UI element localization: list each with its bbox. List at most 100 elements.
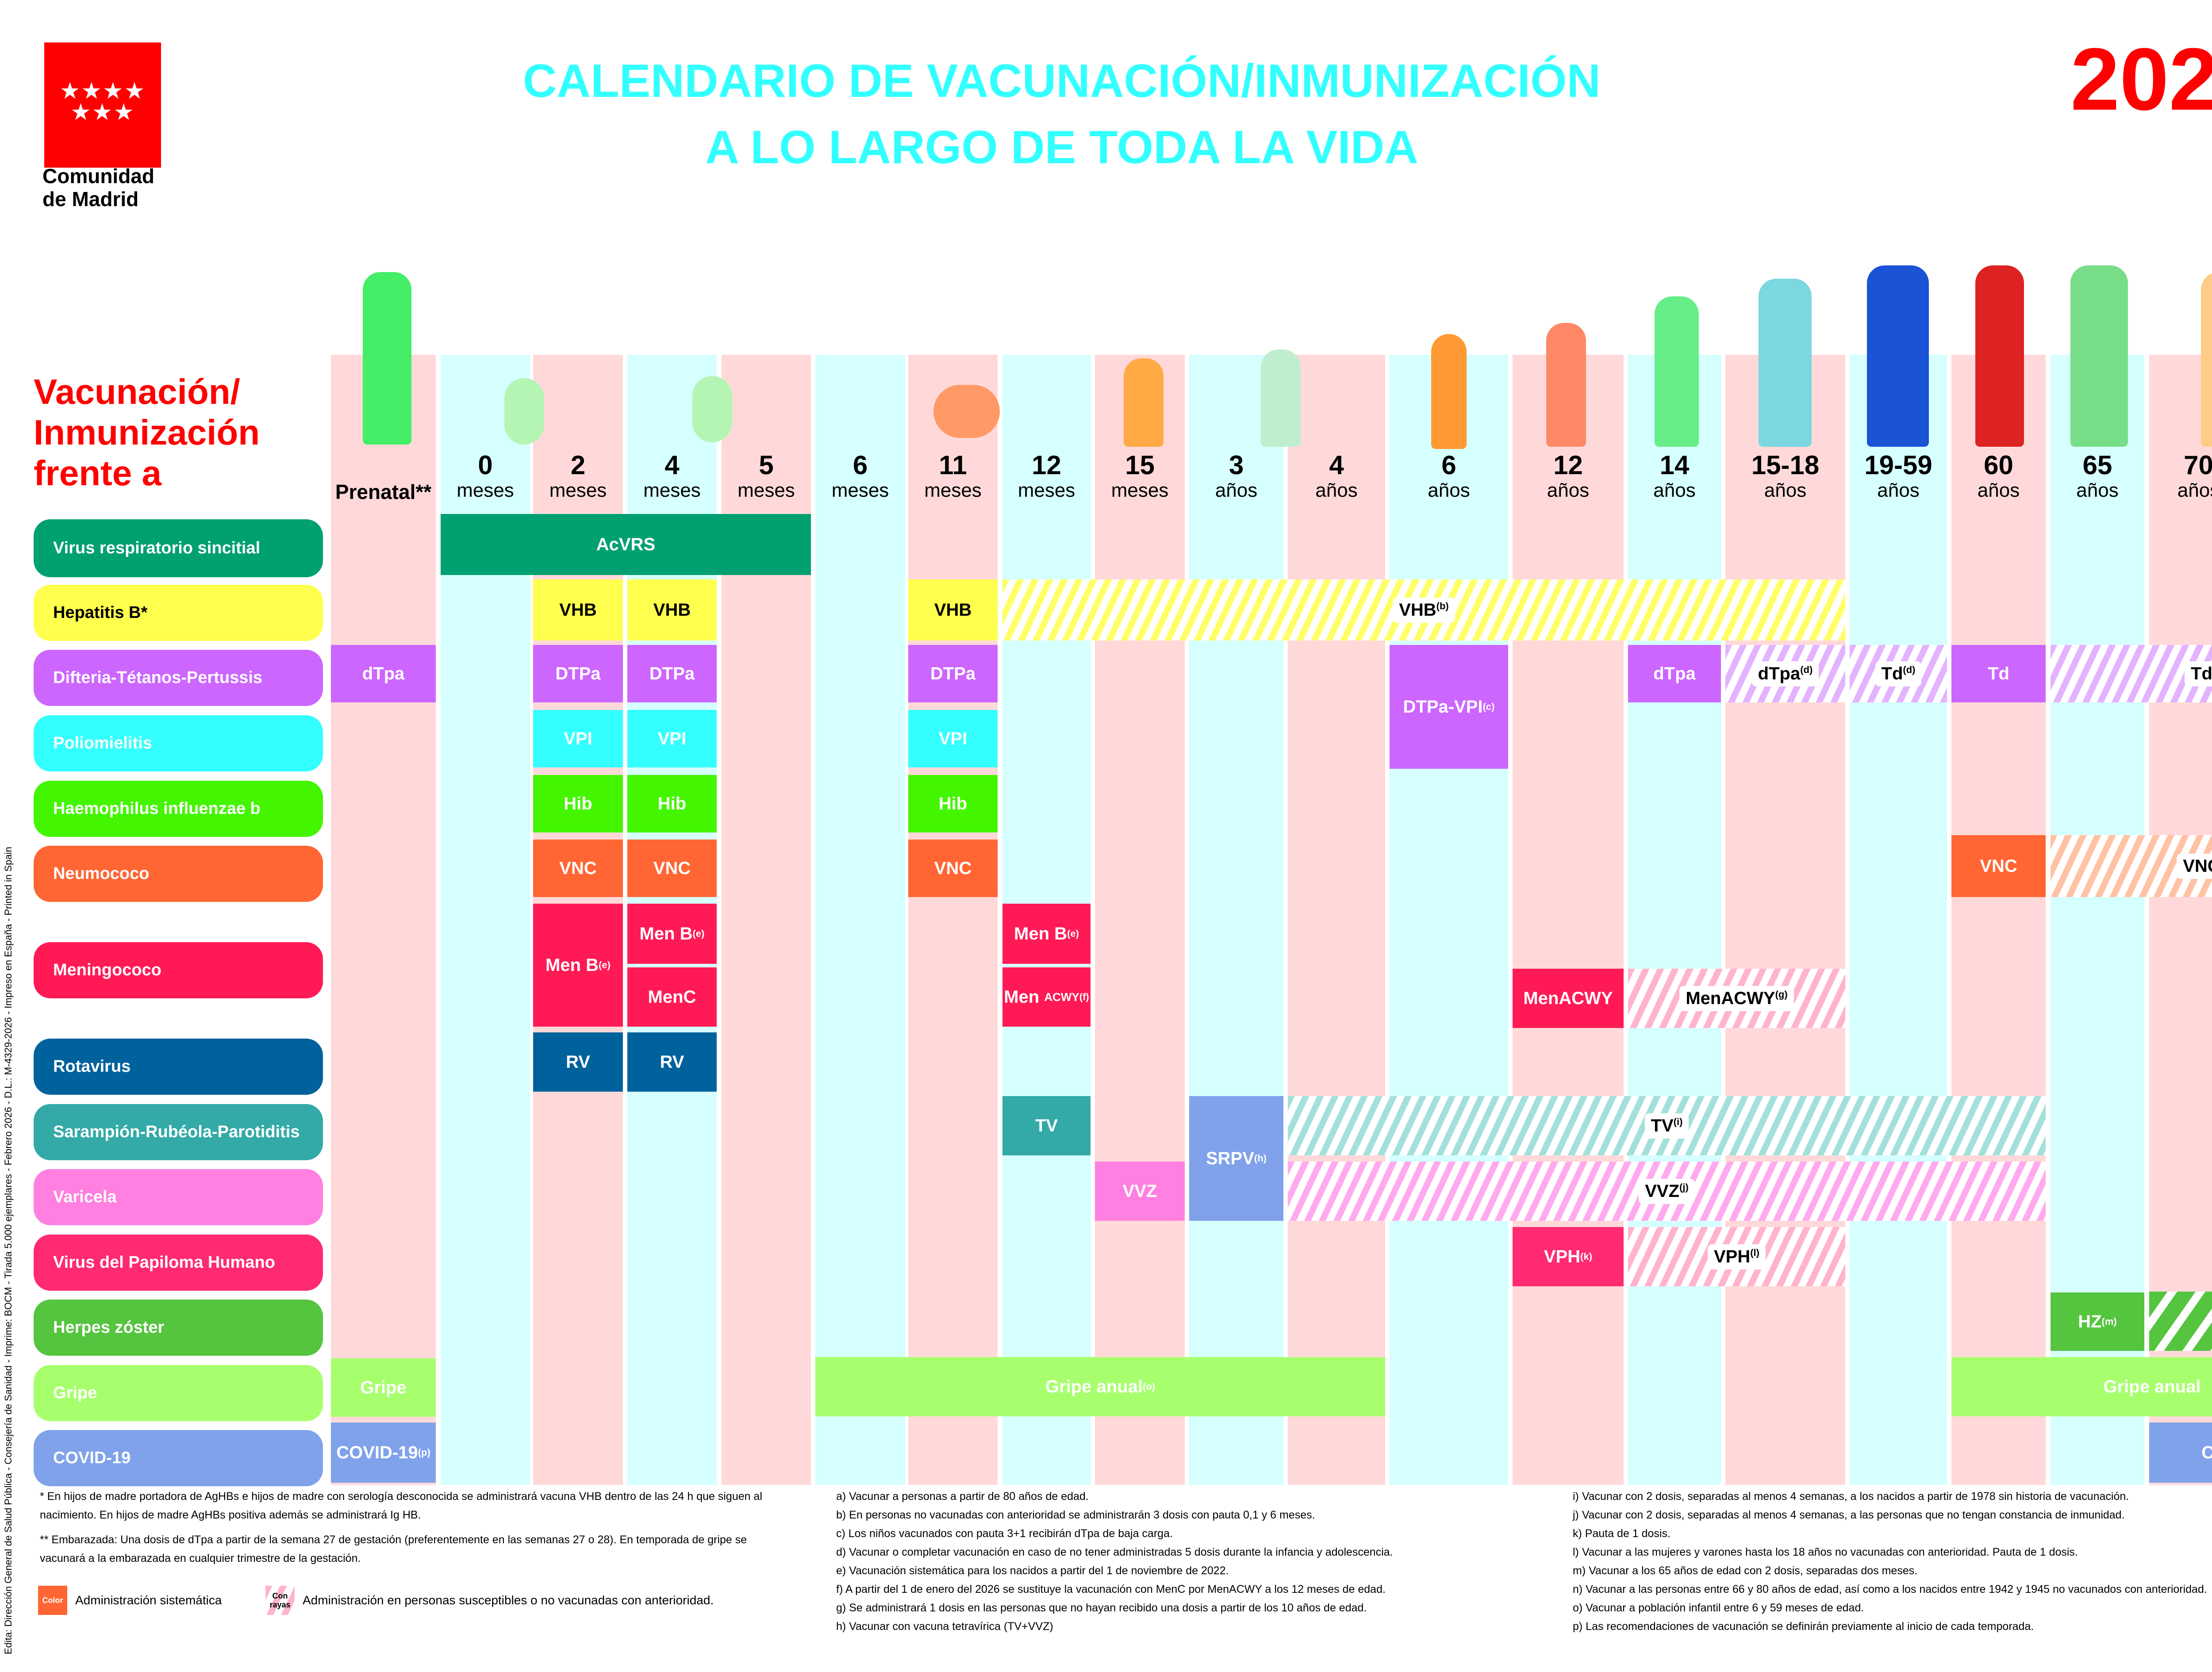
legend-solid-label: Administración sistemática bbox=[75, 1593, 222, 1607]
logo-line1: Comunidad bbox=[42, 165, 154, 188]
footnote-g: g) Se administrará 1 dosis en las person… bbox=[836, 1602, 1367, 1614]
cell-vnc-2m: VNC bbox=[533, 840, 623, 897]
header-70a: 70años bbox=[2177, 450, 2212, 502]
footnote-a: a) Vacunar a personas a partir de 80 año… bbox=[836, 1490, 1089, 1503]
footnote-n: n) Vacunar a las personas entre 66 y 80 … bbox=[1573, 1583, 2207, 1595]
column-6a bbox=[1390, 355, 1508, 1485]
cell-vpi-2m: VPI bbox=[533, 710, 623, 767]
cell-dtpa-4m: DTPa bbox=[627, 645, 717, 702]
elderly-woman-icon bbox=[2201, 272, 2212, 447]
disease-varicela: Varicela bbox=[34, 1169, 323, 1225]
cell-td-65plus: Td bbox=[2051, 645, 2212, 702]
cell-hib-11m: Hib bbox=[908, 775, 998, 832]
cell-vnc-4m: VNC bbox=[627, 840, 717, 897]
cell-td-60: Td bbox=[1951, 645, 2046, 702]
column-6m bbox=[815, 355, 905, 1485]
disease-vph: Virus del Papiloma Humano bbox=[34, 1235, 323, 1291]
footnote-e: e) Vacunación sistemática para los nacid… bbox=[836, 1565, 1229, 1577]
cell-menc-4m: MenC bbox=[627, 967, 717, 1027]
solid-swatch: Color bbox=[38, 1586, 67, 1615]
disease-gripe: Gripe bbox=[34, 1365, 323, 1421]
cell-rv-4m: RV bbox=[627, 1032, 717, 1092]
cell-menacwy-12a: MenACWY bbox=[1513, 969, 1624, 1028]
cell-hib-2m: Hib bbox=[533, 775, 623, 832]
footnote-star: * En hijos de madre portadora de AgHBs e… bbox=[40, 1490, 762, 1521]
section-title-line2: Inmunización bbox=[34, 413, 260, 452]
disease-hepatitis-b: Hepatitis B* bbox=[34, 585, 323, 641]
logo-text: Comunidad de Madrid bbox=[42, 165, 154, 211]
cell-tv-catchup: TV(i) bbox=[1288, 1096, 2046, 1155]
comunidad-de-madrid-logo: ★★★★★★★ bbox=[44, 42, 161, 168]
cell-menacwy-12m: Men ACWY(f) bbox=[1002, 967, 1091, 1027]
disease-rotavirus: Rotavirus bbox=[34, 1039, 323, 1095]
cell-hz-66-80: HZ(n) bbox=[2149, 1292, 2212, 1351]
cell-vpi-11m: VPI bbox=[908, 710, 998, 767]
cell-dtpa-15-18: dTpa(d) bbox=[1725, 645, 1845, 702]
cell-vhb-2m: VHB bbox=[533, 579, 623, 640]
disease-dtp: Difteria-Tétanos-Pertussis bbox=[34, 650, 323, 706]
footnote-h: h) Vacunar con vacuna tetravírica (TV+VV… bbox=[836, 1620, 1053, 1633]
girl-icon bbox=[1546, 323, 1586, 447]
logo-line2: de Madrid bbox=[42, 188, 139, 211]
cell-vph-catchup: VPH(l) bbox=[1628, 1227, 1845, 1286]
cell-vnc-60: VNC bbox=[1951, 835, 2046, 897]
section-title-line3: frente a bbox=[34, 453, 161, 493]
adult-man-icon bbox=[1867, 265, 1929, 447]
title-line2: A LO LARGO DE TODA LA VIDA bbox=[705, 121, 1418, 173]
cell-vhb-catchup: VHB(b) bbox=[1002, 579, 1845, 640]
stars-icon: ★★★★★★★ bbox=[59, 78, 146, 125]
footnote-p: p) Las recomendaciones de vacunación se … bbox=[1573, 1620, 2034, 1633]
cell-covid-70plus: COVID-19 (p) bbox=[2149, 1423, 2212, 1483]
footnote-o: o) Vacunar a población infantil entre 6 … bbox=[1573, 1602, 1864, 1614]
publisher-side-text: Edita: Dirección General de Salud Públic… bbox=[3, 847, 14, 1654]
cell-vnc-65plus: VNC bbox=[2051, 835, 2212, 897]
child-boy-icon bbox=[1431, 334, 1467, 449]
column-15-18a bbox=[1725, 355, 1845, 1485]
cell-vpi-4m: VPI bbox=[627, 710, 717, 767]
cell-menb-12m: Men B(e) bbox=[1002, 904, 1091, 964]
footnote-k: k) Pauta de 1 dosis. bbox=[1573, 1527, 1671, 1540]
cell-gripe-anual-adultos: Gripe anual bbox=[1951, 1357, 2212, 1416]
cell-menb-2m: Men B(e) bbox=[533, 904, 623, 1027]
column-prenatal bbox=[331, 355, 436, 1485]
crawling-baby-icon bbox=[933, 385, 1000, 438]
footnote-j: j) Vacunar con 2 dosis, separadas al men… bbox=[1573, 1509, 2125, 1521]
newborn-icon bbox=[504, 378, 544, 445]
cell-tv-12m: TV bbox=[1002, 1096, 1091, 1155]
cell-vph-12a: VPH(k) bbox=[1513, 1227, 1624, 1286]
cell-srpv-3a: SRPV(h) bbox=[1189, 1096, 1283, 1221]
cell-dtpa-14a: dTpa bbox=[1628, 645, 1721, 702]
column-60a bbox=[1951, 355, 2046, 1485]
cell-dtpa-vpi-6a: DTPa-VPI(c) bbox=[1390, 645, 1508, 769]
disease-srp: Sarampión-Rubéola-Parotiditis bbox=[34, 1104, 323, 1160]
cell-dtpa-11m: DTPa bbox=[908, 645, 998, 702]
footnote-c: c) Los niños vacunados con pauta 3+1 rec… bbox=[836, 1527, 1173, 1540]
legend-striped: Con rayas Administración en personas sus… bbox=[265, 1586, 714, 1615]
footnote-l: l) Vacunar a las mujeres y varones hasta… bbox=[1573, 1546, 2078, 1558]
cell-dtpa-prenatal: dTpa bbox=[331, 645, 436, 702]
cell-vvz-15m: VVZ bbox=[1095, 1162, 1185, 1221]
footnotes-right: i) Vacunar con 2 dosis, separadas al men… bbox=[1573, 1487, 2212, 1636]
section-title: Vacunación/ Inmunización frente a bbox=[34, 372, 260, 494]
cell-hib-4m: Hib bbox=[627, 775, 717, 832]
cell-gripe-prenatal: Gripe bbox=[331, 1358, 436, 1417]
cell-dtpa-2m: DTPa bbox=[533, 645, 623, 702]
cell-vhb-11m: VHB bbox=[908, 579, 998, 640]
page-title: CALENDARIO DE VACUNACIÓN/INMUNIZACIÓN A … bbox=[509, 48, 1615, 180]
footnote-i: i) Vacunar con 2 dosis, separadas al men… bbox=[1573, 1490, 2129, 1503]
child-girl-icon bbox=[1261, 349, 1301, 447]
footnote-double-star: ** Embarazada: Una dosis de dTpa a parti… bbox=[40, 1534, 747, 1565]
footnote-m: m) Vacunar a los 65 años de edad con 2 d… bbox=[1573, 1565, 1918, 1577]
